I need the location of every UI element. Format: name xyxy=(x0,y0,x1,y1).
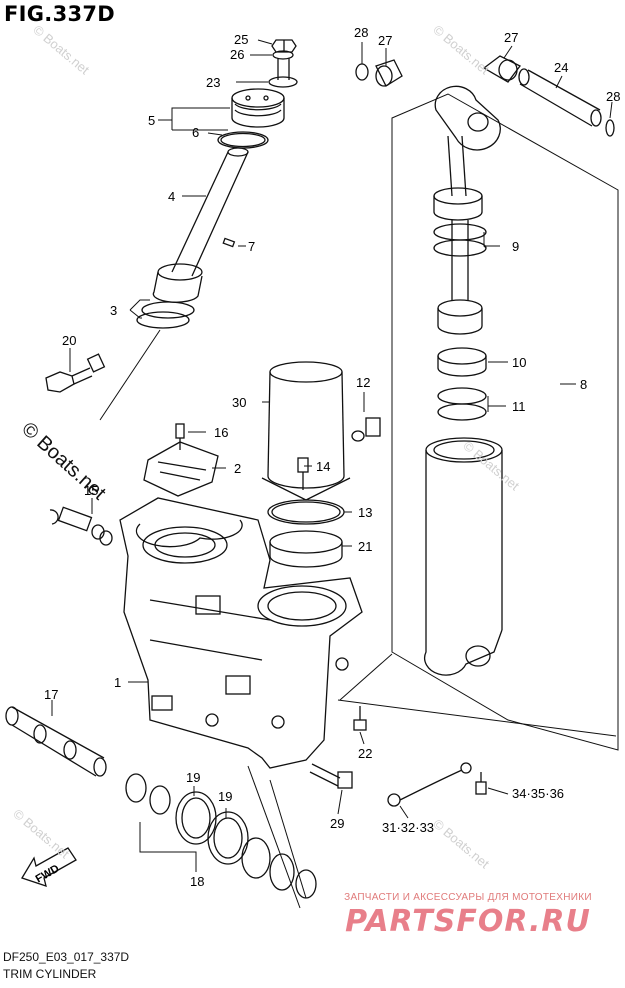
bolt-29 xyxy=(309,763,353,789)
o-rings-9 xyxy=(433,220,487,300)
footer-code: DF250_E03_017_337D xyxy=(3,950,130,964)
callout-13: 13 xyxy=(358,505,372,520)
callout-7: 7 xyxy=(248,239,255,254)
piston-upper xyxy=(433,187,483,221)
brand-logo: PARTSFOR.RU xyxy=(345,904,591,939)
callout-28a: 28 xyxy=(354,25,368,40)
leader-lines xyxy=(51,39,617,909)
footer-name: TRIM CYLINDER xyxy=(3,967,97,981)
callout-24: 24 xyxy=(554,60,568,75)
ring-21 xyxy=(269,530,343,568)
figure-title: FIG.337D xyxy=(4,2,116,26)
ground-wire-31-33 xyxy=(387,762,472,807)
fwd-arrow-icon xyxy=(21,847,77,887)
washer-26 xyxy=(272,50,294,60)
callout-3: 3 xyxy=(110,303,117,318)
body-1 xyxy=(119,497,363,769)
callout-12: 12 xyxy=(356,375,370,390)
callout-19a: 19 xyxy=(186,770,200,785)
callout-6: 6 xyxy=(192,125,199,140)
plate-2 xyxy=(143,441,219,497)
o-ring-13 xyxy=(267,499,345,525)
o-ring-6 xyxy=(217,131,269,149)
callout-14: 14 xyxy=(316,459,330,474)
callout-labels: 25 26 23 5 6 4 7 3 20 16 2 15 1 17 19 19… xyxy=(34,25,621,889)
callout-19b: 19 xyxy=(218,789,232,804)
shaft-24 xyxy=(518,68,615,137)
callout-34-35-36: 34·35·36 xyxy=(512,786,564,801)
screw-16 xyxy=(175,423,185,450)
callout-29: 29 xyxy=(330,816,344,831)
callout-31-32-33: 31·32·33 xyxy=(382,820,434,835)
callout-17: 17 xyxy=(44,687,58,702)
callout-10: 10 xyxy=(512,355,526,370)
nut-25 xyxy=(271,39,297,53)
rod-eye-top xyxy=(434,85,501,197)
stud-23 xyxy=(268,58,298,88)
callout-11: 11 xyxy=(512,399,526,414)
piston-5 xyxy=(231,88,285,128)
pin-7 xyxy=(222,237,236,248)
reservoir-30 xyxy=(261,361,351,501)
piston-lower xyxy=(437,299,483,335)
o-rings-11 xyxy=(437,387,487,421)
callout-8: 8 xyxy=(580,377,587,392)
bolt-22 xyxy=(353,706,367,731)
callout-27a: 27 xyxy=(378,33,392,48)
callout-27b: 27 xyxy=(504,30,518,45)
callout-15: 15 xyxy=(84,483,98,498)
callout-5: 5 xyxy=(148,113,155,128)
callout-18: 18 xyxy=(190,874,204,889)
cylinder-assembly-8 xyxy=(391,93,619,751)
bolt-14 xyxy=(297,457,309,490)
callout-4: 4 xyxy=(168,189,175,204)
callout-1: 1 xyxy=(114,675,121,690)
seal-10 xyxy=(437,347,487,377)
bushings-27-28 xyxy=(355,55,521,87)
callout-2: 2 xyxy=(234,461,241,476)
rod-4 xyxy=(171,147,249,277)
screw-34-36 xyxy=(475,772,487,795)
callout-25: 25 xyxy=(234,32,248,47)
callout-30: 30 xyxy=(232,395,246,410)
plug-12 xyxy=(351,417,381,442)
callout-20: 20 xyxy=(62,333,76,348)
rod-guide-3 xyxy=(136,263,203,329)
manual-release-17 xyxy=(5,706,107,777)
check-valve-15 xyxy=(49,506,113,546)
callout-22: 22 xyxy=(358,746,372,761)
callout-21: 21 xyxy=(358,539,372,554)
callout-9: 9 xyxy=(512,239,519,254)
callout-28b: 28 xyxy=(606,89,620,104)
cylinder-tube xyxy=(423,437,503,676)
callout-26: 26 xyxy=(230,47,244,62)
valve-20 xyxy=(45,353,106,393)
callout-23: 23 xyxy=(206,75,220,90)
brand-tagline: ЗАПЧАСТИ И АКСЕССУАРЫ ДЛЯ МОТОТЕХНИКИ xyxy=(344,892,592,903)
callout-16: 16 xyxy=(214,425,228,440)
